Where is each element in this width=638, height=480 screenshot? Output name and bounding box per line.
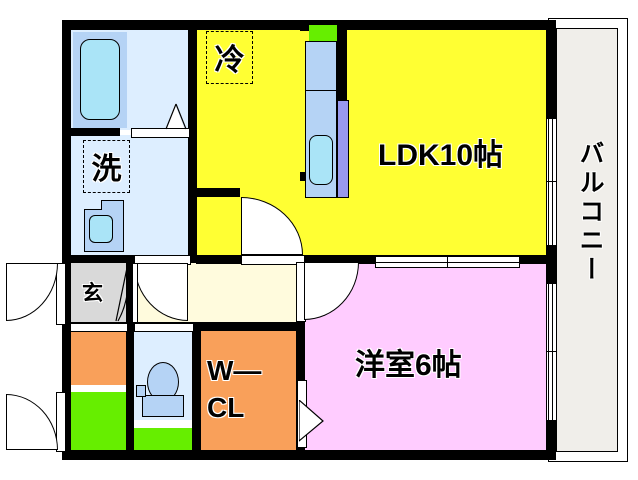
balcony-area xyxy=(556,28,618,452)
sanitary-door-leaf[interactable] xyxy=(132,263,138,323)
service-door-swing xyxy=(6,394,58,450)
kitchen-sink-icon xyxy=(309,135,333,185)
closet-label-line2: CL xyxy=(207,392,245,423)
room-floor-closet xyxy=(200,330,297,450)
ldk-label: LDK10帖 xyxy=(378,139,504,172)
washer-label: 洗 xyxy=(91,152,122,186)
wall-entrance-corridor xyxy=(126,263,134,323)
balcony-label: バルコニー xyxy=(576,140,604,285)
balcony-outer-frame xyxy=(548,18,628,462)
bedroom-balcony-window-center xyxy=(546,351,558,352)
wall-left-upper xyxy=(62,20,71,263)
wall-bottom xyxy=(62,450,556,460)
bathroom-door-panel[interactable] xyxy=(131,128,190,138)
ldk-balcony-window-center xyxy=(546,181,558,182)
entrance-door-swing xyxy=(6,263,58,321)
ldk-bedroom-sliding-center xyxy=(447,256,448,268)
kitchen-counter-side-panel xyxy=(337,100,349,198)
washer-space-box: 洗 xyxy=(83,140,130,193)
entry-green-block xyxy=(70,392,126,450)
bathroom-door-arc-icon xyxy=(165,103,187,130)
bathroom-door-swing-marker xyxy=(166,104,184,128)
wall-ldk-door-stub xyxy=(196,188,240,197)
shoe-cabinet-sill xyxy=(70,323,128,332)
stove-icon xyxy=(309,25,337,41)
ldk-door-sill[interactable] xyxy=(241,255,305,265)
service-door-frame[interactable] xyxy=(56,392,66,452)
toilet-door-sill[interactable] xyxy=(134,323,194,332)
wall-sanitary-bottom xyxy=(62,255,197,263)
refrigerator-space-box: 冷 xyxy=(206,31,253,84)
wall-left-lower xyxy=(62,263,71,460)
bedroom-balcony-window-rail xyxy=(552,283,553,421)
wall-bath-sanitary xyxy=(62,128,120,136)
wall-right-bottom xyxy=(546,420,556,460)
closet-door-fold-icon xyxy=(299,400,324,442)
entrance-label: 玄 xyxy=(82,282,103,305)
entrance-door-frame[interactable] xyxy=(56,263,66,325)
shoe-cabinet xyxy=(70,330,126,385)
washbasin-counter-notch xyxy=(84,200,102,210)
room-floor-entrance xyxy=(70,263,128,323)
ldk-balcony-window-rail xyxy=(552,118,553,246)
closet-label-line1: W— xyxy=(207,355,262,386)
wall-sanitary-ldk xyxy=(188,20,197,263)
wall-right-mid xyxy=(546,245,556,285)
kitchen-counter-divider xyxy=(305,90,337,91)
toilet-tank-icon xyxy=(142,395,184,417)
bedroom-label: 洋室6帖 xyxy=(355,349,462,382)
toilet-handle-icon xyxy=(136,385,146,397)
refrigerator-label: 冷 xyxy=(214,43,245,77)
wall-toilet-closet xyxy=(192,322,201,450)
bathtub-icon xyxy=(80,39,120,120)
toilet-green-strip xyxy=(133,428,193,450)
wall-right-top xyxy=(546,20,556,120)
washbasin-bowl-icon xyxy=(89,215,113,243)
entrance-inner-door-arc-icon xyxy=(115,263,130,322)
wall-entry-toilet xyxy=(126,322,134,450)
